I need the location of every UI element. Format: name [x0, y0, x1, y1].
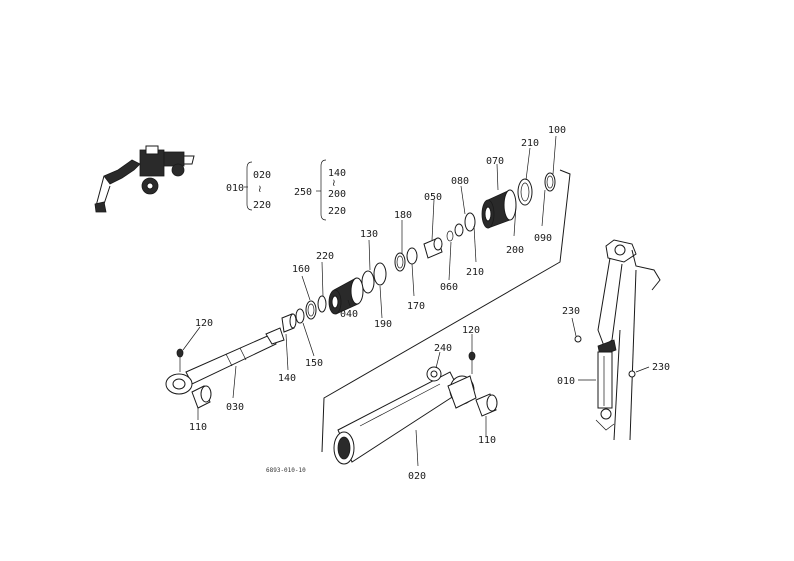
- part-040-label: 040: [340, 309, 358, 320]
- part-110-label-right: 110: [478, 435, 496, 446]
- cylinder-tube: [333, 351, 477, 465]
- part-210-label-top: 210: [521, 138, 539, 149]
- part-120-label-right: 120: [462, 325, 480, 336]
- part-070-label: 070: [486, 156, 504, 167]
- group-250-key: 250: [294, 187, 312, 198]
- group-010-top: 020: [253, 170, 271, 181]
- part-180-label: 180: [394, 210, 412, 221]
- part-020-label: 020: [408, 471, 426, 482]
- bushing-110-left: [191, 385, 212, 420]
- piston-rod: [165, 327, 285, 395]
- part-140-label: 140: [278, 373, 296, 384]
- part-220-label: 220: [316, 251, 334, 262]
- part-090-label: 090: [534, 233, 552, 244]
- part-240-label: 240: [434, 343, 452, 354]
- part-210-label-bottom: 210: [466, 267, 484, 278]
- part-060-label: 060: [440, 282, 458, 293]
- part-030-label: 030: [226, 402, 244, 413]
- part-010-label: 010: [557, 376, 575, 387]
- assembly-boundary-line: [321, 169, 571, 453]
- group-250: 250 140 ≀ 200 220: [294, 159, 346, 221]
- part-150-label: 150: [305, 358, 323, 369]
- group-250-b: 200: [328, 189, 346, 200]
- group-250-a: 140: [328, 168, 346, 179]
- part-100-label: 100: [548, 125, 566, 136]
- part-080-label: 080: [451, 176, 469, 187]
- bushing-110-right: [475, 393, 498, 417]
- part-230-label-right: 230: [652, 362, 670, 373]
- part-120-label-left: 120: [195, 318, 213, 329]
- drawing-code: 6893-010-10: [266, 467, 306, 474]
- group-250-tilde: ≀: [332, 178, 336, 189]
- boom-assembly-view: [574, 239, 661, 441]
- tractor-backhoe-icon: [94, 145, 195, 213]
- group-010-bottom: 220: [253, 200, 271, 211]
- group-010-tilde: ≀: [258, 184, 262, 195]
- part-050-label: 050: [424, 192, 442, 203]
- part-170-label: 170: [407, 301, 425, 312]
- group-010: 010 020 ≀ 220: [226, 161, 271, 211]
- group-250-c: 220: [328, 206, 346, 217]
- part-200-label: 200: [506, 245, 524, 256]
- part-110-label-left: 110: [189, 422, 207, 433]
- piston-seal-parts: [281, 172, 556, 333]
- part-190-label: 190: [374, 319, 392, 330]
- part-160-label: 160: [292, 264, 310, 275]
- part-230-label-top: 230: [562, 306, 580, 317]
- part-130-label: 130: [360, 229, 378, 240]
- group-010-key: 010: [226, 183, 244, 194]
- leader-lines: [182, 135, 650, 467]
- part-labels: 100 210 070 080 050 180 130 220 160 200 …: [189, 125, 670, 482]
